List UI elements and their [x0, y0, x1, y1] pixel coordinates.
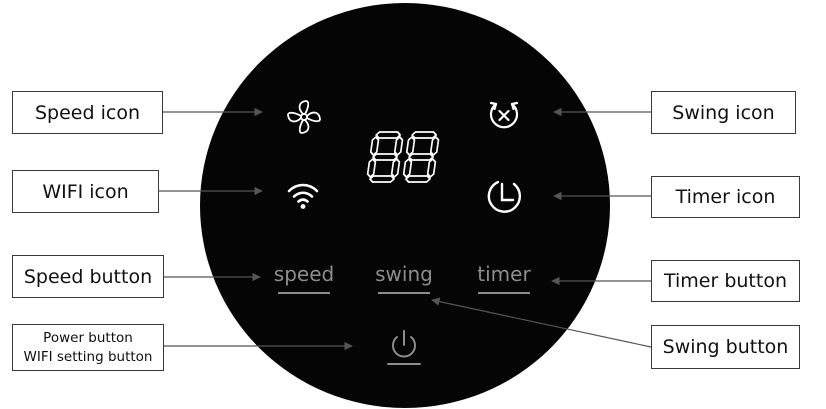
callout-timer-icon: Timer icon	[651, 176, 800, 218]
callout-wifi-icon-label: WIFI icon	[42, 180, 129, 203]
segment-g	[408, 153, 434, 161]
wifi-icon	[287, 183, 319, 209]
swing-button-label: swing	[375, 262, 433, 286]
timer-icon	[487, 180, 522, 213]
segment-g	[372, 153, 398, 161]
segment-a	[411, 131, 438, 139]
segment-f	[369, 136, 380, 156]
callout-wifi-icon: WIFI icon	[12, 170, 159, 213]
seven-segment-display	[366, 131, 440, 183]
callout-swing-button: Swing button	[651, 325, 800, 369]
segment-d	[369, 175, 395, 183]
timer-button-underline	[478, 292, 530, 294]
segment-b	[429, 136, 440, 156]
callout-power-button: Power button WIFI setting button	[12, 324, 164, 371]
segment-e	[366, 158, 377, 178]
swing-icon	[489, 101, 519, 129]
callout-timer-button: Timer button	[651, 260, 800, 302]
callout-speed-icon-label: Speed icon	[35, 101, 140, 124]
callout-timer-icon-label: Timer icon	[675, 186, 776, 208]
speed-button-underline	[278, 292, 330, 294]
speed-button-label: speed	[273, 262, 335, 286]
callout-wifi-setting-button-label: WIFI setting button	[23, 348, 153, 365]
segment-f	[405, 136, 416, 156]
callout-swing-icon-label: Swing icon	[672, 101, 775, 124]
callout-swing-icon: Swing icon	[651, 91, 796, 134]
segment-e	[402, 158, 413, 178]
timer-button[interactable]: timer	[470, 262, 538, 298]
fan-icon	[287, 100, 321, 134]
callout-timer-button-label: Timer button	[663, 270, 788, 292]
segment-c	[426, 158, 437, 178]
timer-button-label: timer	[477, 262, 531, 286]
segment-c	[390, 158, 401, 178]
callout-swing-button-label: Swing button	[662, 336, 789, 358]
callout-speed-icon: Speed icon	[12, 91, 163, 134]
callout-speed-button: Speed button	[12, 255, 164, 298]
callout-speed-button-label: Speed button	[23, 265, 153, 288]
segment-b	[393, 136, 404, 156]
callout-power-button-label: Power button	[43, 329, 133, 346]
power-button[interactable]	[382, 326, 426, 370]
swing-button[interactable]: swing	[370, 262, 438, 298]
segment-d	[405, 175, 431, 183]
power-icon	[387, 330, 421, 365]
segment-a	[375, 131, 402, 139]
digit-display: 88	[366, 129, 444, 185]
swing-button-underline	[378, 292, 430, 294]
speed-button[interactable]: speed	[270, 262, 338, 298]
